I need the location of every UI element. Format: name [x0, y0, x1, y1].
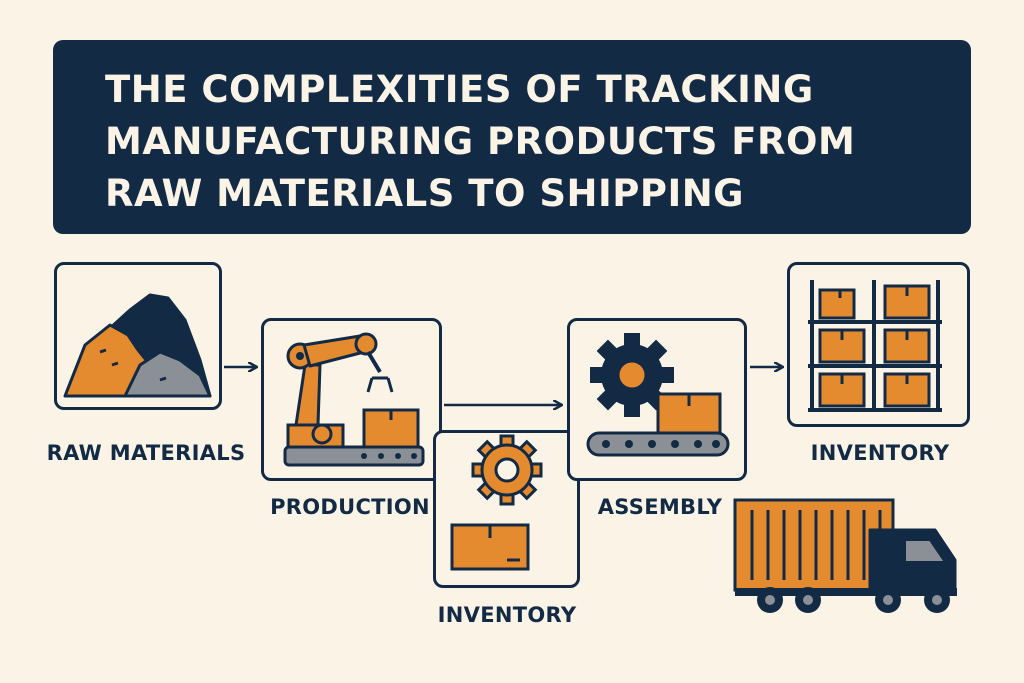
- step-label-production: PRODUCTION: [270, 495, 430, 519]
- page-title: THE COMPLEXITIES OF TRACKING MANUFACTURI…: [105, 68, 856, 215]
- shipping-truck-icon: [733, 498, 957, 613]
- raw-materials-pile-icon: [63, 293, 212, 398]
- step-label-inventory-warehouse: INVENTORY: [810, 441, 950, 465]
- gear-conveyor-icon: [586, 333, 730, 457]
- robotic-arm-icon: [283, 332, 425, 467]
- warehouse-shelves-icon: [808, 280, 942, 412]
- gear-box-icon: [450, 434, 543, 571]
- title-banner: THE COMPLEXITIES OF TRACKING MANUFACTURI…: [53, 40, 971, 234]
- step-label-inventory-middle: INVENTORY: [437, 603, 577, 627]
- step-label-assembly: ASSEMBLY: [597, 495, 723, 519]
- step-label-raw-materials: RAW MATERIALS: [46, 441, 246, 465]
